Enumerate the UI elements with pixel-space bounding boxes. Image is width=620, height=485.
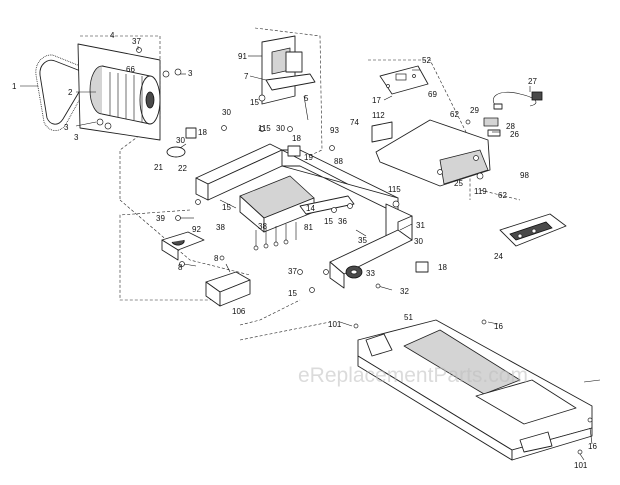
callout-35: 35 [358, 236, 367, 245]
callout-24: 24 [494, 252, 503, 261]
callout-39: 39 [156, 214, 165, 223]
callout-16: 16 [588, 442, 597, 451]
callout-7: 7 [244, 72, 249, 81]
callout-19: 19 [304, 153, 313, 162]
tray-hardware [353, 319, 593, 455]
callout-15: 15 [250, 98, 259, 107]
callout-15: 15 [324, 217, 333, 226]
callout-91: 91 [238, 52, 247, 61]
motor-housing [89, 65, 161, 125]
callout-22: 22 [178, 164, 187, 173]
callout-21: 21 [154, 163, 163, 172]
callout-15: 15 [288, 289, 297, 298]
callout-29: 29 [470, 106, 479, 115]
callout-31: 31 [416, 221, 425, 230]
switch-parts [465, 117, 501, 180]
motor-hardware [96, 47, 182, 130]
power-cord [492, 91, 543, 110]
callout-15: 15 [222, 203, 231, 212]
bracket-92 [161, 231, 205, 261]
callout-labels: 1 2 3 3 4 66 37 3 91 7 15 5 52 17 69 27 … [12, 31, 597, 470]
frame-roller-33 [345, 265, 363, 279]
frame-hardware [185, 125, 429, 293]
callout-18: 18 [198, 128, 207, 137]
callout-5: 5 [304, 94, 309, 103]
callout-106: 106 [232, 307, 246, 316]
callout-18: 18 [438, 263, 447, 272]
callout-37: 37 [132, 37, 141, 46]
callout-92: 92 [192, 225, 201, 234]
callout-81: 81 [304, 223, 313, 232]
motor-control-106 [205, 263, 251, 307]
control-panel-24 [499, 213, 567, 247]
callout-3: 3 [188, 69, 193, 78]
clip-part-21 [166, 146, 186, 158]
callout-69: 69 [428, 90, 437, 99]
left-hardware [175, 215, 225, 267]
callout-3: 3 [74, 133, 79, 142]
callout-38: 38 [258, 222, 267, 231]
callout-51: 51 [404, 313, 413, 322]
callout-37: 37 [288, 267, 297, 276]
console-tray [375, 119, 491, 187]
decal-112 [371, 121, 393, 143]
callout-101: 101 [574, 461, 588, 470]
callout-16: 16 [494, 322, 503, 331]
base-tray [357, 319, 593, 461]
callout-30: 30 [176, 136, 185, 145]
callout-26: 26 [510, 130, 519, 139]
bolt-set-38 [253, 222, 297, 251]
callout-115: 115 [258, 124, 271, 133]
callout-62: 62 [450, 110, 459, 119]
watermark-text: eReplacementParts.com [298, 364, 528, 387]
callout-119: 119 [474, 187, 487, 196]
callout-28: 28 [506, 122, 515, 131]
callout-38: 38 [216, 223, 225, 232]
callout-93: 93 [330, 126, 339, 135]
callout-115: 115 [388, 185, 401, 194]
callout-98: 98 [520, 171, 529, 180]
callout-3: 3 [64, 123, 69, 132]
callout-30: 30 [222, 108, 231, 117]
callout-18: 18 [292, 134, 301, 143]
callout-112: 112 [372, 111, 385, 120]
callout-30: 30 [414, 237, 423, 246]
callout-14: 14 [306, 204, 315, 213]
callout-52: 52 [422, 56, 431, 65]
callout-2: 2 [68, 88, 73, 97]
callout-25: 25 [454, 179, 463, 188]
callout-101: 101 [328, 320, 342, 329]
callout-8: 8 [178, 263, 183, 272]
callout-36: 36 [338, 217, 347, 226]
circuit-board [379, 65, 429, 95]
callout-32: 32 [400, 287, 409, 296]
callout-88: 88 [334, 157, 343, 166]
callout-8: 8 [214, 254, 219, 263]
callout-62: 62 [498, 191, 507, 200]
upright-bracket [258, 35, 316, 121]
leader-lines [20, 46, 601, 461]
callout-30: 30 [276, 124, 285, 133]
callout-66: 66 [126, 65, 135, 74]
callout-33: 33 [366, 269, 375, 278]
callout-27: 27 [528, 77, 537, 86]
main-frame [195, 143, 413, 289]
callout-4: 4 [110, 31, 115, 40]
callout-17: 17 [372, 96, 381, 105]
callout-74: 74 [350, 118, 359, 127]
callout-1: 1 [12, 82, 17, 91]
